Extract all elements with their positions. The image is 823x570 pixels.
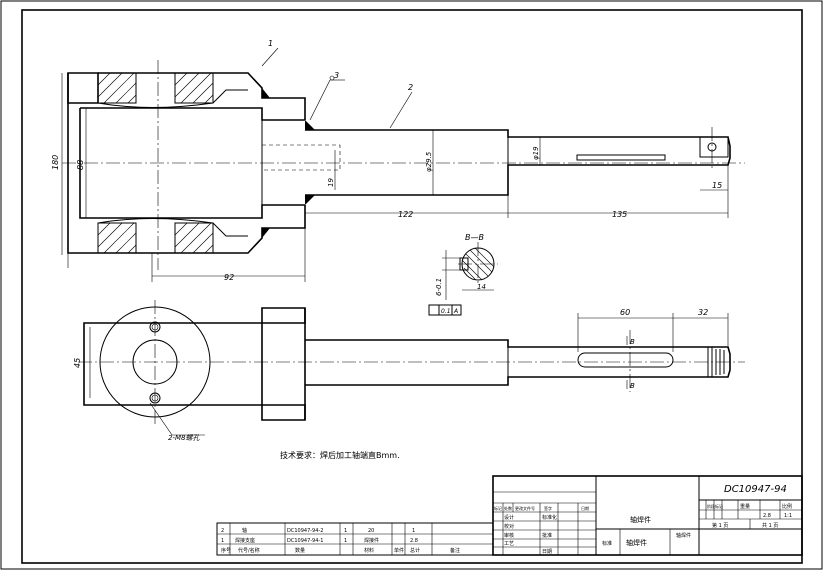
section-mark-top: B: [630, 338, 635, 346]
role-standard: 标准化: [542, 514, 557, 521]
parts-row1-code: DC10947-94-2: [287, 528, 323, 534]
parts-row2-qty: 1: [344, 538, 347, 544]
parts-hdr-remark: 备注: [450, 547, 460, 554]
tb-mark: 标记: [494, 505, 502, 511]
dim-phi-19: φ19: [532, 146, 540, 160]
parts-row1-mat: 20: [368, 528, 374, 534]
parts-row2-name: 焊接支座: [235, 537, 255, 544]
dim-135: 135: [612, 210, 627, 219]
dim-15: 15: [712, 181, 722, 190]
section-mark-bottom: B: [630, 382, 635, 390]
dim-14: 14: [477, 283, 486, 291]
title-block: DC10947-94 轴焊件 轴焊件 标准 轴焊件 阶段标记 重量 比例 2.8…: [492, 475, 803, 556]
hole-note: 2-M8螺孔: [168, 434, 200, 442]
tolerance-value: 0.1: [441, 308, 451, 315]
dim-phi-29-5: φ29.5: [425, 151, 433, 172]
dim-92: 92: [224, 273, 234, 282]
dim-45: 45: [73, 358, 82, 368]
section-label: B—B: [465, 233, 484, 242]
hdr-stage: 阶段标记: [707, 503, 723, 509]
tb-change: 更改文件号: [515, 505, 535, 511]
top-view: [78, 300, 745, 436]
dim-60: 60: [620, 308, 630, 317]
balloon-3: 3: [334, 71, 339, 80]
drawing-name: 轴焊件: [630, 515, 651, 524]
tolerance-ref: A: [453, 308, 458, 315]
role-date: 日期: [542, 549, 552, 555]
dim-88: 88: [76, 160, 85, 170]
parts-hdr-single: 单件: [394, 547, 404, 554]
tb-sign: 签字: [544, 505, 552, 511]
parts-row2-no: 1: [221, 538, 224, 544]
dim-19: 19: [327, 178, 335, 187]
parts-hdr-qty: 数量: [295, 547, 305, 554]
parts-row2-total: 2.8: [410, 538, 418, 544]
tolerance-frame: [428, 304, 462, 316]
section-bb: [428, 242, 498, 316]
parts-hdr-mat: 材料: [364, 547, 374, 554]
balloon-2: 2: [408, 83, 413, 92]
role-design: 设计: [504, 514, 514, 521]
weight-value: 2.8: [763, 513, 771, 519]
parts-row2-code: DC10947-94-1: [287, 538, 323, 544]
dim-6: 6-0.1: [435, 278, 443, 296]
hdr-weight: 重量: [740, 503, 750, 510]
dim-180: 180: [51, 155, 60, 170]
parts-hdr-no: 序号: [221, 547, 231, 554]
part-label: 轴焊件: [676, 532, 691, 539]
parts-row1-no: 2: [221, 528, 224, 534]
parts-row1-qty: 1: [344, 528, 347, 534]
balloon-1: 1: [268, 39, 273, 48]
frame-border: [21, 9, 803, 564]
parts-row1-total: 1: [412, 528, 415, 534]
part-name: 轴焊件: [626, 538, 647, 547]
scale-value: 1:1: [784, 513, 792, 519]
dim-32: 32: [698, 308, 708, 317]
parts-hdr-total: 总计: [410, 547, 420, 554]
sheet-total: 共 1 页: [762, 522, 778, 529]
role-approve: 批准: [542, 532, 552, 539]
parts-row1-name: 轴: [242, 527, 247, 534]
parts-hdr-code: 代号/名称: [238, 547, 260, 554]
tech-note: 技术要求：焊后加工轴端直Bmm.: [280, 450, 400, 460]
front-view: [61, 47, 745, 282]
role-process: 工艺: [504, 541, 514, 547]
hatch-upper: [97, 72, 248, 254]
sheet-no: 第 1 页: [712, 522, 728, 529]
keyway: [577, 352, 674, 368]
tb-date: 日期: [581, 505, 589, 511]
hdr-scale: 比例: [782, 503, 792, 510]
role-check: 校对: [504, 523, 514, 530]
tb-count: 处数: [504, 505, 512, 511]
role-review: 审核: [504, 532, 514, 539]
material-label: 标准: [602, 540, 612, 547]
parts-row2-mat: 焊接件: [364, 537, 379, 544]
drawing-number: DC10947-94: [724, 484, 787, 495]
parts-list: 2 轴 DC10947-94-2 1 20 1 1 焊接支座 DC10947-9…: [216, 522, 494, 556]
dim-122: 122: [398, 210, 413, 219]
